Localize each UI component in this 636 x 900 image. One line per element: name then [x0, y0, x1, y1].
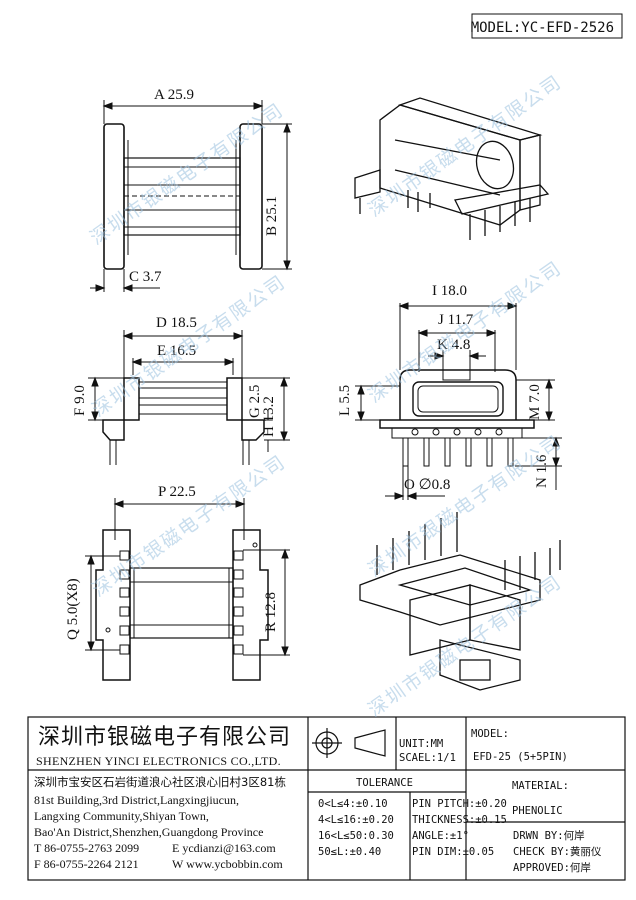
tolerance-label: TOLERANCE [356, 777, 413, 789]
pin-tolerance-row: PIN DIM:±0.05 [412, 846, 495, 858]
dim-d: D 18.5 [156, 315, 197, 331]
telephone: T 86-0755-2763 2099 [34, 841, 140, 855]
checked-by: CHECK BY:黄丽仪 [513, 846, 602, 858]
iso-view-bottom [359, 512, 561, 691]
pin-tolerance-row: PIN PITCH:±0.20 [412, 798, 507, 810]
iso-view-top [354, 97, 550, 240]
tolerance-row: 50≤L:±0.40 [318, 846, 382, 858]
email: E ycdianzi@163.com [172, 841, 276, 855]
side-view [355, 302, 562, 500]
website: W www.ycbobbin.com [172, 857, 283, 871]
tolerance-row: 4<L≤16:±0.20 [318, 814, 394, 826]
approved-by: APPROVED:何岸 [513, 862, 591, 874]
dim-c: C 3.7 [129, 269, 162, 285]
model-value: EFD-25 (5+5PIN) [473, 751, 568, 763]
model-label: MODEL: [471, 728, 509, 740]
company-name-en: SHENZHEN YINCI ELECTRONICS CO.,LTD. [36, 754, 281, 768]
material-label: MATERIAL: [512, 780, 569, 792]
pin-tolerance-row: THICKNESS:±0.15 [412, 814, 507, 826]
address-en-line1: 81st Building,3rd District,Langxingjiucu… [34, 793, 239, 807]
drawn-by: DRWN BY:何岸 [513, 830, 585, 842]
title-block-lines [27, 716, 626, 881]
dim-q: Q 5.0(X8) [65, 578, 81, 640]
tolerance-row: 16<L≤50:0.30 [318, 830, 394, 842]
dim-r: R 12.8 [263, 591, 279, 632]
model-box [471, 13, 623, 39]
dim-e: E 16.5 [157, 343, 197, 359]
company-name-cn: 深圳市银磁电子有限公司 [38, 725, 292, 750]
pins-side [402, 428, 514, 467]
tolerance-row: 0<L≤4:±0.10 [318, 798, 388, 810]
address-en-line3: Bao'An District,Shenzhen,Guangdong Provi… [34, 825, 264, 839]
front-view [88, 330, 290, 465]
top-view [90, 100, 292, 292]
pin-pads-bottom [105, 542, 258, 655]
dim-o: O ∅0.8 [404, 477, 451, 493]
dim-i: I 18.0 [432, 283, 467, 299]
dim-m: M 7.0 [527, 384, 543, 420]
dim-l: L 5.5 [337, 384, 353, 416]
bottom-view [85, 498, 290, 681]
dim-p: P 22.5 [158, 484, 196, 500]
unit: UNIT:MM [399, 738, 444, 750]
dim-h: H 13.2 [261, 396, 277, 437]
dim-k: K 4.8 [437, 337, 471, 353]
scale: SCAEL:1/1 [399, 752, 456, 764]
address-en-line2: Langxing Community,Shiyan Town, [34, 809, 209, 823]
model-number: MODEL:YC-EFD-2526 [470, 20, 614, 36]
dim-a: A 25.9 [154, 87, 195, 103]
fax: F 86-0755-2264 2121 [34, 857, 139, 871]
dim-j: J 11.7 [438, 312, 474, 328]
pin-tolerance-row: ANGLE:±1° [412, 830, 469, 842]
dim-b: B 25.1 [264, 195, 280, 236]
address-cn: 深圳市宝安区石岩街道浪心社区浪心旧村3区81栋 [34, 775, 286, 789]
material-value: PHENOLIC [512, 805, 563, 817]
